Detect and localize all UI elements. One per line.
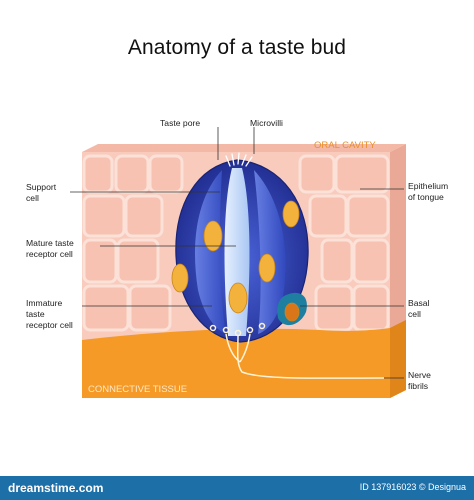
label-epithelium: Epithelium of tongue bbox=[408, 181, 451, 202]
leader-lines bbox=[70, 127, 404, 379]
label-nerve-fibrils: Nerve fibrils bbox=[408, 370, 433, 391]
nerve-fibrils bbox=[209, 322, 385, 379]
label-oral-cavity: ORAL CAVITY bbox=[314, 140, 376, 151]
label-connective-tissue: CONNECTIVE TISSUE bbox=[88, 384, 187, 395]
footer-bar: dreamstime.com ID 137916023 © Designua bbox=[0, 476, 474, 500]
footer-site[interactable]: dreamstime.com bbox=[8, 481, 104, 495]
connective-side bbox=[390, 320, 406, 398]
taste-bud-diagram: Taste pore Microvilli ORAL CAVITY Suppor… bbox=[26, 118, 451, 398]
label-microvilli: Microvilli bbox=[250, 118, 283, 128]
label-support-cell: Support cell bbox=[26, 182, 59, 203]
label-mature-receptor-cell: Mature taste receptor cell bbox=[26, 238, 76, 259]
taste-bud bbox=[171, 152, 309, 343]
support-cell-right bbox=[254, 170, 286, 334]
label-taste-pore: Taste pore bbox=[160, 118, 200, 128]
epithelial-cells bbox=[82, 154, 390, 332]
footer-credit: ID 137916023 © Designua bbox=[359, 482, 466, 492]
support-cell-left bbox=[195, 170, 226, 334]
label-immature-receptor-cell: Immature taste receptor cell bbox=[26, 298, 73, 330]
microvilli bbox=[225, 152, 253, 167]
label-basal-cell: Basal cell bbox=[408, 298, 432, 319]
epithelium-side-face bbox=[390, 144, 406, 338]
diagram-title: Anatomy of a taste bud bbox=[127, 36, 347, 59]
cell-nuclei bbox=[171, 200, 300, 322]
epithelium-top-face bbox=[82, 144, 406, 152]
